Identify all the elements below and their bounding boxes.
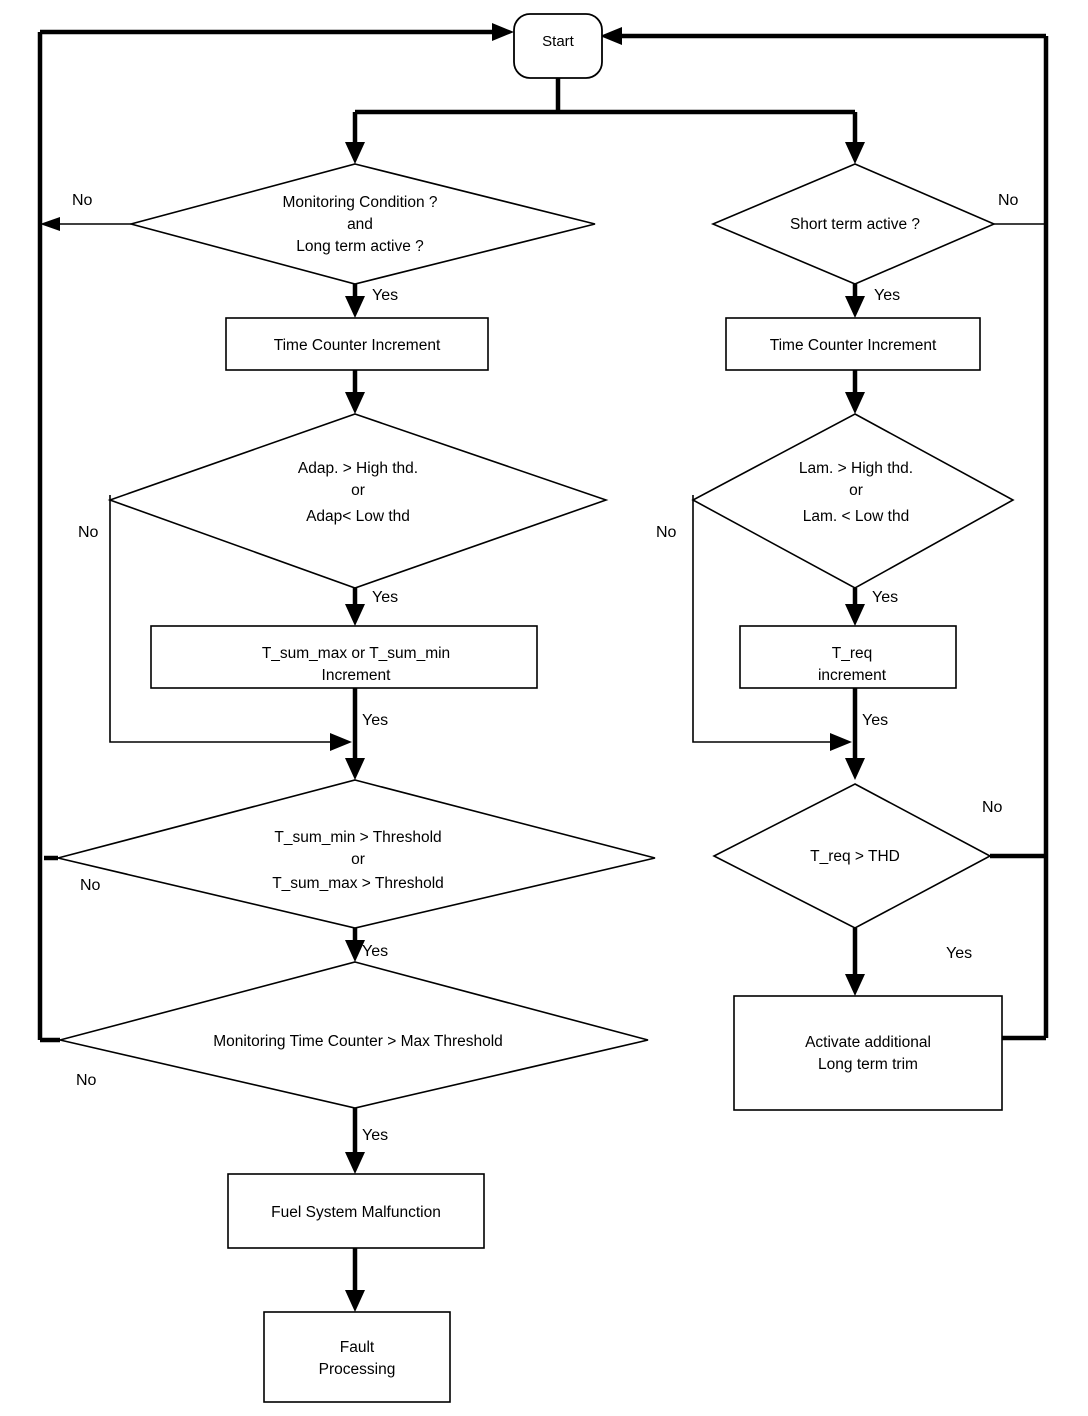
node-short-term-active[interactable]: Short term active ? [710, 163, 997, 285]
arrowhead-monitor-yes [345, 296, 365, 318]
short-term-active-diamond [710, 163, 997, 285]
node-monitoring-condition[interactable]: Monitoring Condition ? and Long term act… [127, 163, 596, 285]
arrowhead-to-treq-thd [845, 758, 865, 780]
monitoring-condition-line1: Monitoring Condition ? [282, 194, 437, 211]
treq-increment-line1: T_req [832, 645, 873, 662]
arrowhead-short-yes [845, 296, 865, 318]
edge-label-yes-treq-in: Yes [862, 712, 888, 729]
arrowhead-to-monitor [345, 142, 365, 164]
arrowhead-to-adap [345, 392, 365, 414]
treq-increment-box [739, 625, 957, 689]
node-fuel-system-malfunction[interactable]: Fuel System Malfunction [227, 1173, 485, 1249]
connector-adap-no [109, 495, 336, 743]
activate-long-term-trim-line1: Activate additional [805, 1034, 931, 1051]
lam-threshold-diamond [691, 413, 1015, 589]
edge-label-no-short: No [998, 192, 1019, 209]
edge-label-no-mon-time: No [76, 1072, 97, 1089]
node-treq-increment[interactable]: T_req increment [739, 625, 957, 689]
node-time-counter-increment-right[interactable]: Time Counter Increment [725, 317, 981, 371]
monitoring-time-counter-label: Monitoring Time Counter > Max Threshold [213, 1033, 503, 1050]
start-label: Start [542, 33, 575, 50]
adap-threshold-line2: or [351, 482, 365, 499]
monitoring-condition-line3: Long term active ? [296, 238, 424, 255]
node-activate-long-term-trim[interactable]: Activate additional Long term trim [733, 995, 1003, 1111]
fuel-system-malfunction-box [227, 1173, 485, 1249]
arrowhead-lam-yes [845, 604, 865, 626]
adap-threshold-diamond [107, 413, 609, 589]
tsum-threshold-diamond [57, 779, 656, 929]
activate-long-term-trim-line2: Long term trim [818, 1056, 918, 1073]
treq-threshold-diamond [712, 783, 992, 929]
node-lam-threshold[interactable]: Lam. > High thd. or Lam. < Low thd [691, 413, 1015, 589]
tsum-threshold-line2: or [351, 851, 365, 868]
node-tsum-increment[interactable]: T_sum_max or T_sum_min Increment [150, 625, 538, 689]
tsum-increment-box [150, 625, 538, 689]
node-start[interactable]: Start [513, 13, 603, 79]
node-tsum-threshold[interactable]: T_sum_min > Threshold or T_sum_max > Thr… [57, 779, 656, 929]
tsum-increment-line2: Increment [322, 667, 392, 684]
node-time-counter-increment-left[interactable]: Time Counter Increment [225, 317, 489, 371]
fault-processing-box [263, 1311, 451, 1403]
node-treq-threshold[interactable]: T_req > THD [712, 783, 992, 929]
node-fault-processing[interactable]: Fault Processing [263, 1311, 451, 1403]
adap-threshold-line3: Adap< Low thd [306, 508, 410, 525]
arrowhead-adap-no [330, 733, 352, 751]
connector-lam-no [692, 495, 836, 743]
lam-threshold-line2: or [849, 482, 863, 499]
edge-label-yes-tsum-thr: Yes [362, 943, 388, 960]
tsum-threshold-line3: T_sum_max > Threshold [272, 875, 444, 892]
arrowhead-to-fault-proc [345, 1290, 365, 1312]
short-term-active-line1: Short term active ? [790, 216, 920, 233]
monitoring-condition-line2: and [347, 216, 373, 233]
edge-label-yes-mon-time: Yes [362, 1127, 388, 1144]
treq-increment-line2: increment [818, 667, 887, 684]
arrowhead-tsum-thr-yes [345, 940, 365, 962]
edge-label-no-monitor: No [72, 192, 93, 209]
edge-label-yes-adap: Yes [372, 589, 398, 606]
fault-processing-line1: Fault [340, 1339, 375, 1356]
adap-threshold-line1: Adap. > High thd. [298, 460, 418, 477]
fuel-system-malfunction-label: Fuel System Malfunction [271, 1204, 441, 1221]
start-terminator-shape [513, 13, 603, 79]
edge-label-no-tsum-thr: No [80, 877, 101, 894]
arrowhead-lam-no [830, 733, 852, 751]
edge-label-yes-treq-thd: Yes [946, 945, 972, 962]
arrowhead-start-right [600, 27, 622, 45]
edge-label-no-lam: No [656, 524, 677, 541]
arrowhead-start-left [492, 23, 514, 41]
time-counter-increment-left-label: Time Counter Increment [274, 337, 441, 354]
arrowhead-monitor-no [40, 217, 60, 231]
monitoring-condition-diamond [127, 163, 596, 285]
monitoring-time-counter-diamond [59, 961, 649, 1109]
lam-threshold-line3: Lam. < Low thd [803, 508, 909, 525]
arrowhead-mon-time-yes [345, 1152, 365, 1174]
treq-threshold-line1: T_req > THD [810, 848, 900, 865]
edge-label-yes-short: Yes [874, 287, 900, 304]
time-counter-increment-left-box [225, 317, 489, 371]
arrowhead-to-lam [845, 392, 865, 414]
lam-threshold-line1: Lam. > High thd. [799, 460, 913, 477]
time-counter-increment-right-box [725, 317, 981, 371]
arrowhead-adap-yes [345, 604, 365, 626]
tsum-threshold-line1: T_sum_min > Threshold [274, 829, 441, 846]
arrowhead-to-short [845, 142, 865, 164]
node-monitoring-time-counter[interactable]: Monitoring Time Counter > Max Threshold [59, 961, 649, 1109]
arrowhead-to-tsum-thr [345, 758, 365, 780]
edge-label-no-treq-thd: No [982, 799, 1003, 816]
time-counter-increment-right-label: Time Counter Increment [770, 337, 937, 354]
edge-label-yes-monitor: Yes [372, 287, 398, 304]
edge-label-yes-lam: Yes [872, 589, 898, 606]
tsum-increment-line1: T_sum_max or T_sum_min [262, 645, 450, 662]
fault-processing-line2: Processing [319, 1361, 396, 1378]
edge-label-yes-tsum-in: Yes [362, 712, 388, 729]
arrowhead-treq-thd-yes [845, 974, 865, 996]
node-adap-threshold[interactable]: Adap. > High thd. or Adap< Low thd [107, 413, 609, 589]
edge-label-no-adap: No [78, 524, 99, 541]
activate-long-term-trim-box [733, 995, 1003, 1111]
